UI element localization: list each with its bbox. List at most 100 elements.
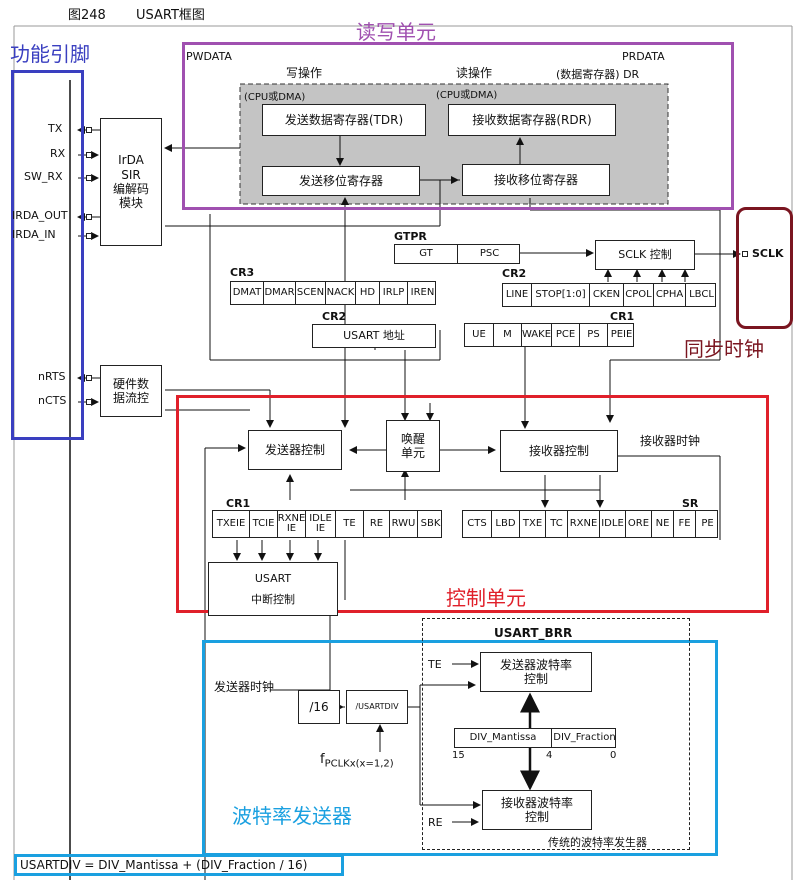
rx-shift-block: 接收移位寄存器 xyxy=(462,164,610,196)
usart-address-register: USART 地址 xyxy=(312,324,436,348)
sr-ne: NE xyxy=(651,511,673,537)
wakeup-unit-block: 唤醒 单元 xyxy=(386,420,440,472)
sclk-control-block: SCLK 控制 xyxy=(595,240,695,270)
rw-region xyxy=(182,42,734,210)
control-region xyxy=(176,395,769,613)
irda-block: IrDA SIR 编解码 模块 xyxy=(100,118,162,246)
pin-irda-in: IRDA_IN xyxy=(12,228,56,241)
cr3-dmat: DMAT xyxy=(232,286,262,298)
fpclk-subscript: PCLKx(x=1,2) xyxy=(324,758,394,770)
cr1-idleie: IDLE IE xyxy=(305,511,335,537)
cr1-sbk: SBK xyxy=(417,511,443,537)
control-region-title: 控制单元 xyxy=(446,586,526,610)
pin-marker xyxy=(86,175,92,181)
brr-name: USART_BRR xyxy=(494,626,573,640)
pin-marker xyxy=(86,233,92,239)
read-op-label: 读操作 xyxy=(456,66,493,80)
cr1-bottom-register: TXEIE TCIE RXNE IE IDLE IE TE RE RWU SBK xyxy=(212,510,442,538)
pin-sclk: SCLK xyxy=(752,247,784,260)
bit-4: 4 xyxy=(546,750,553,761)
write-op-label: 写操作 xyxy=(286,66,323,80)
baud-region-title: 波特率发送器 xyxy=(232,804,352,828)
fpclk-symbol: f xyxy=(320,752,325,767)
re-label: RE xyxy=(428,816,443,829)
cr2-lbcl: LBCL xyxy=(685,284,717,306)
fpclk-label: fPCLKx(x=1,2) xyxy=(320,752,394,770)
formula-box xyxy=(14,854,344,876)
figure-number: 图248 xyxy=(68,8,106,23)
cpu-dma-left: (CPU或DMA) xyxy=(244,92,306,103)
cr1-m: M xyxy=(493,324,521,346)
cr1-wake: WAKE xyxy=(521,324,551,346)
cr2-cpha: CPHA xyxy=(653,284,685,306)
cr3-nack: NACK xyxy=(325,282,355,304)
rdr-block: 接收数据寄存器(RDR) xyxy=(448,104,616,136)
sr-rxne: RXNE xyxy=(567,511,599,537)
pin-ncts: nCTS xyxy=(38,394,67,407)
cr2-addr-name: CR2 xyxy=(322,310,347,323)
pin-marker xyxy=(86,127,92,133)
tx-control-block: 发送器控制 xyxy=(248,430,342,470)
cr1-rxneie: RXNE IE xyxy=(277,511,305,537)
pin-nrts: nRTS xyxy=(38,370,66,383)
pin-irda-out: IRDA_OUT xyxy=(12,209,68,222)
formula-text: USARTDIV = DIV_Mantissa + (DIV_Fraction … xyxy=(20,858,308,872)
cr2-stop: STOP[1:0] xyxy=(531,284,589,306)
pin-marker xyxy=(742,251,748,257)
cr3-register: DMAT DMAR SCEN NACK HD IRLP IREN xyxy=(230,281,436,305)
cr3-scen: SCEN xyxy=(295,282,325,304)
cr1-ue: UE xyxy=(472,328,486,340)
cr3-name: CR3 xyxy=(230,266,255,279)
sr-name: SR xyxy=(682,497,699,510)
pin-marker xyxy=(86,152,92,158)
baud-region xyxy=(202,640,718,856)
cr1-re: RE xyxy=(363,511,389,537)
pins-region xyxy=(11,70,84,440)
sr-cts: CTS xyxy=(467,517,487,529)
pins-region-title: 功能引脚 xyxy=(10,42,90,66)
cr3-hd: HD xyxy=(355,282,379,304)
div-fraction: DIV_Fraction xyxy=(551,729,617,747)
div16-block: /16 xyxy=(298,690,340,724)
sr-idle: IDLE xyxy=(599,511,625,537)
cr1-bottom-name: CR1 xyxy=(226,497,251,510)
rx-baud-control-block: 接收器波特率 控制 xyxy=(482,790,592,830)
gtpr-name: GTPR xyxy=(394,230,427,243)
sr-register: CTS LBD TXE TC RXNE IDLE ORE NE FE PE xyxy=(462,510,718,538)
rx-control-block: 接收器控制 xyxy=(500,430,618,472)
tx-baud-control-block: 发送器波特率 控制 xyxy=(480,652,592,692)
gtpr-register: GT PSC xyxy=(394,244,520,264)
sr-pe: PE xyxy=(695,511,719,537)
sr-txe: TXE xyxy=(519,511,545,537)
interrupt-line1: USART xyxy=(254,571,292,585)
interrupt-control-block: USART 中断控制 xyxy=(208,562,338,616)
sr-ore: ORE xyxy=(625,511,651,537)
brr-register: DIV_Mantissa DIV_Fraction xyxy=(454,728,616,748)
pin-marker xyxy=(86,399,92,405)
figure-title: USART框图 xyxy=(136,8,205,23)
tdr-block: 发送数据寄存器(TDR) xyxy=(262,104,426,136)
bit-15: 15 xyxy=(452,750,465,761)
cr3-irlp: IRLP xyxy=(379,282,407,304)
pin-rx: RX xyxy=(50,147,66,160)
pin-tx: TX xyxy=(48,122,63,135)
rw-region-title: 读写单元 xyxy=(356,20,436,44)
cr2-cpol: CPOL xyxy=(623,284,653,306)
tx-shift-block: 发送移位寄存器 xyxy=(262,166,420,196)
cr1-top-name: CR1 xyxy=(610,310,635,323)
div-mantissa: DIV_Mantissa xyxy=(469,731,537,743)
cpu-dma-right: (CPU或DMA) xyxy=(436,90,498,101)
cr1-rwu: RWU xyxy=(389,511,417,537)
data-register-label: (数据寄存器) DR xyxy=(556,68,640,81)
cr2-top-name: CR2 xyxy=(502,267,527,280)
cr3-iren: IREN xyxy=(407,282,437,304)
brr-region xyxy=(422,618,690,850)
cr1-top-register: UE M WAKE PCE PS PEIE xyxy=(464,323,634,347)
cr1-te: TE xyxy=(335,511,363,537)
bit-0: 0 xyxy=(610,750,617,761)
prdata-label: PRDATA xyxy=(622,50,665,63)
usartdiv-block: /USARTDIV xyxy=(346,690,408,724)
sclk-region-title: 同步时钟 xyxy=(684,337,764,361)
cr1-tcie: TCIE xyxy=(249,511,277,537)
cr1-ps: PS xyxy=(579,324,607,346)
